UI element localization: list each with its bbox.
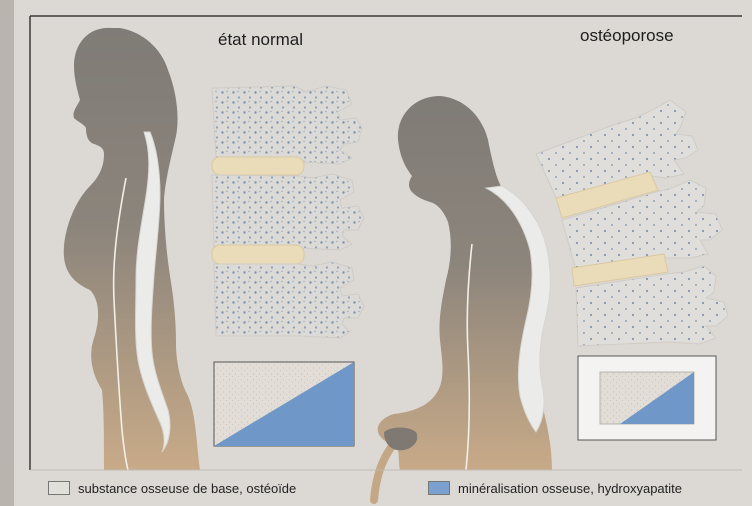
left-shadow — [0, 0, 14, 506]
normal-vertebra-2 — [212, 174, 364, 250]
normal-vertebral-column — [212, 86, 364, 338]
legend-mineralization: minéralisation osseuse, hydroxyapatite — [428, 477, 682, 499]
ground-substance-label: substance osseuse de base, ostéoïde — [78, 481, 296, 496]
title-normal-state: état normal — [218, 30, 303, 50]
ground-substance-swatch — [48, 481, 70, 495]
normal-mineral-composition-square — [214, 362, 354, 446]
mineralization-swatch — [428, 481, 450, 495]
normal-disc-2 — [212, 245, 304, 264]
normal-disc-1 — [212, 157, 304, 175]
mineralization-label: minéralisation osseuse, hydroxyapatite — [458, 481, 682, 496]
normal-vertebra-3 — [214, 262, 364, 338]
normal-vertebra-1 — [212, 86, 362, 164]
title-osteoporosis: ostéoporose — [580, 26, 674, 46]
legend-ground-substance: substance osseuse de base, ostéoïde — [48, 477, 296, 499]
osteoporosis-mineral-composition-square — [578, 356, 716, 440]
